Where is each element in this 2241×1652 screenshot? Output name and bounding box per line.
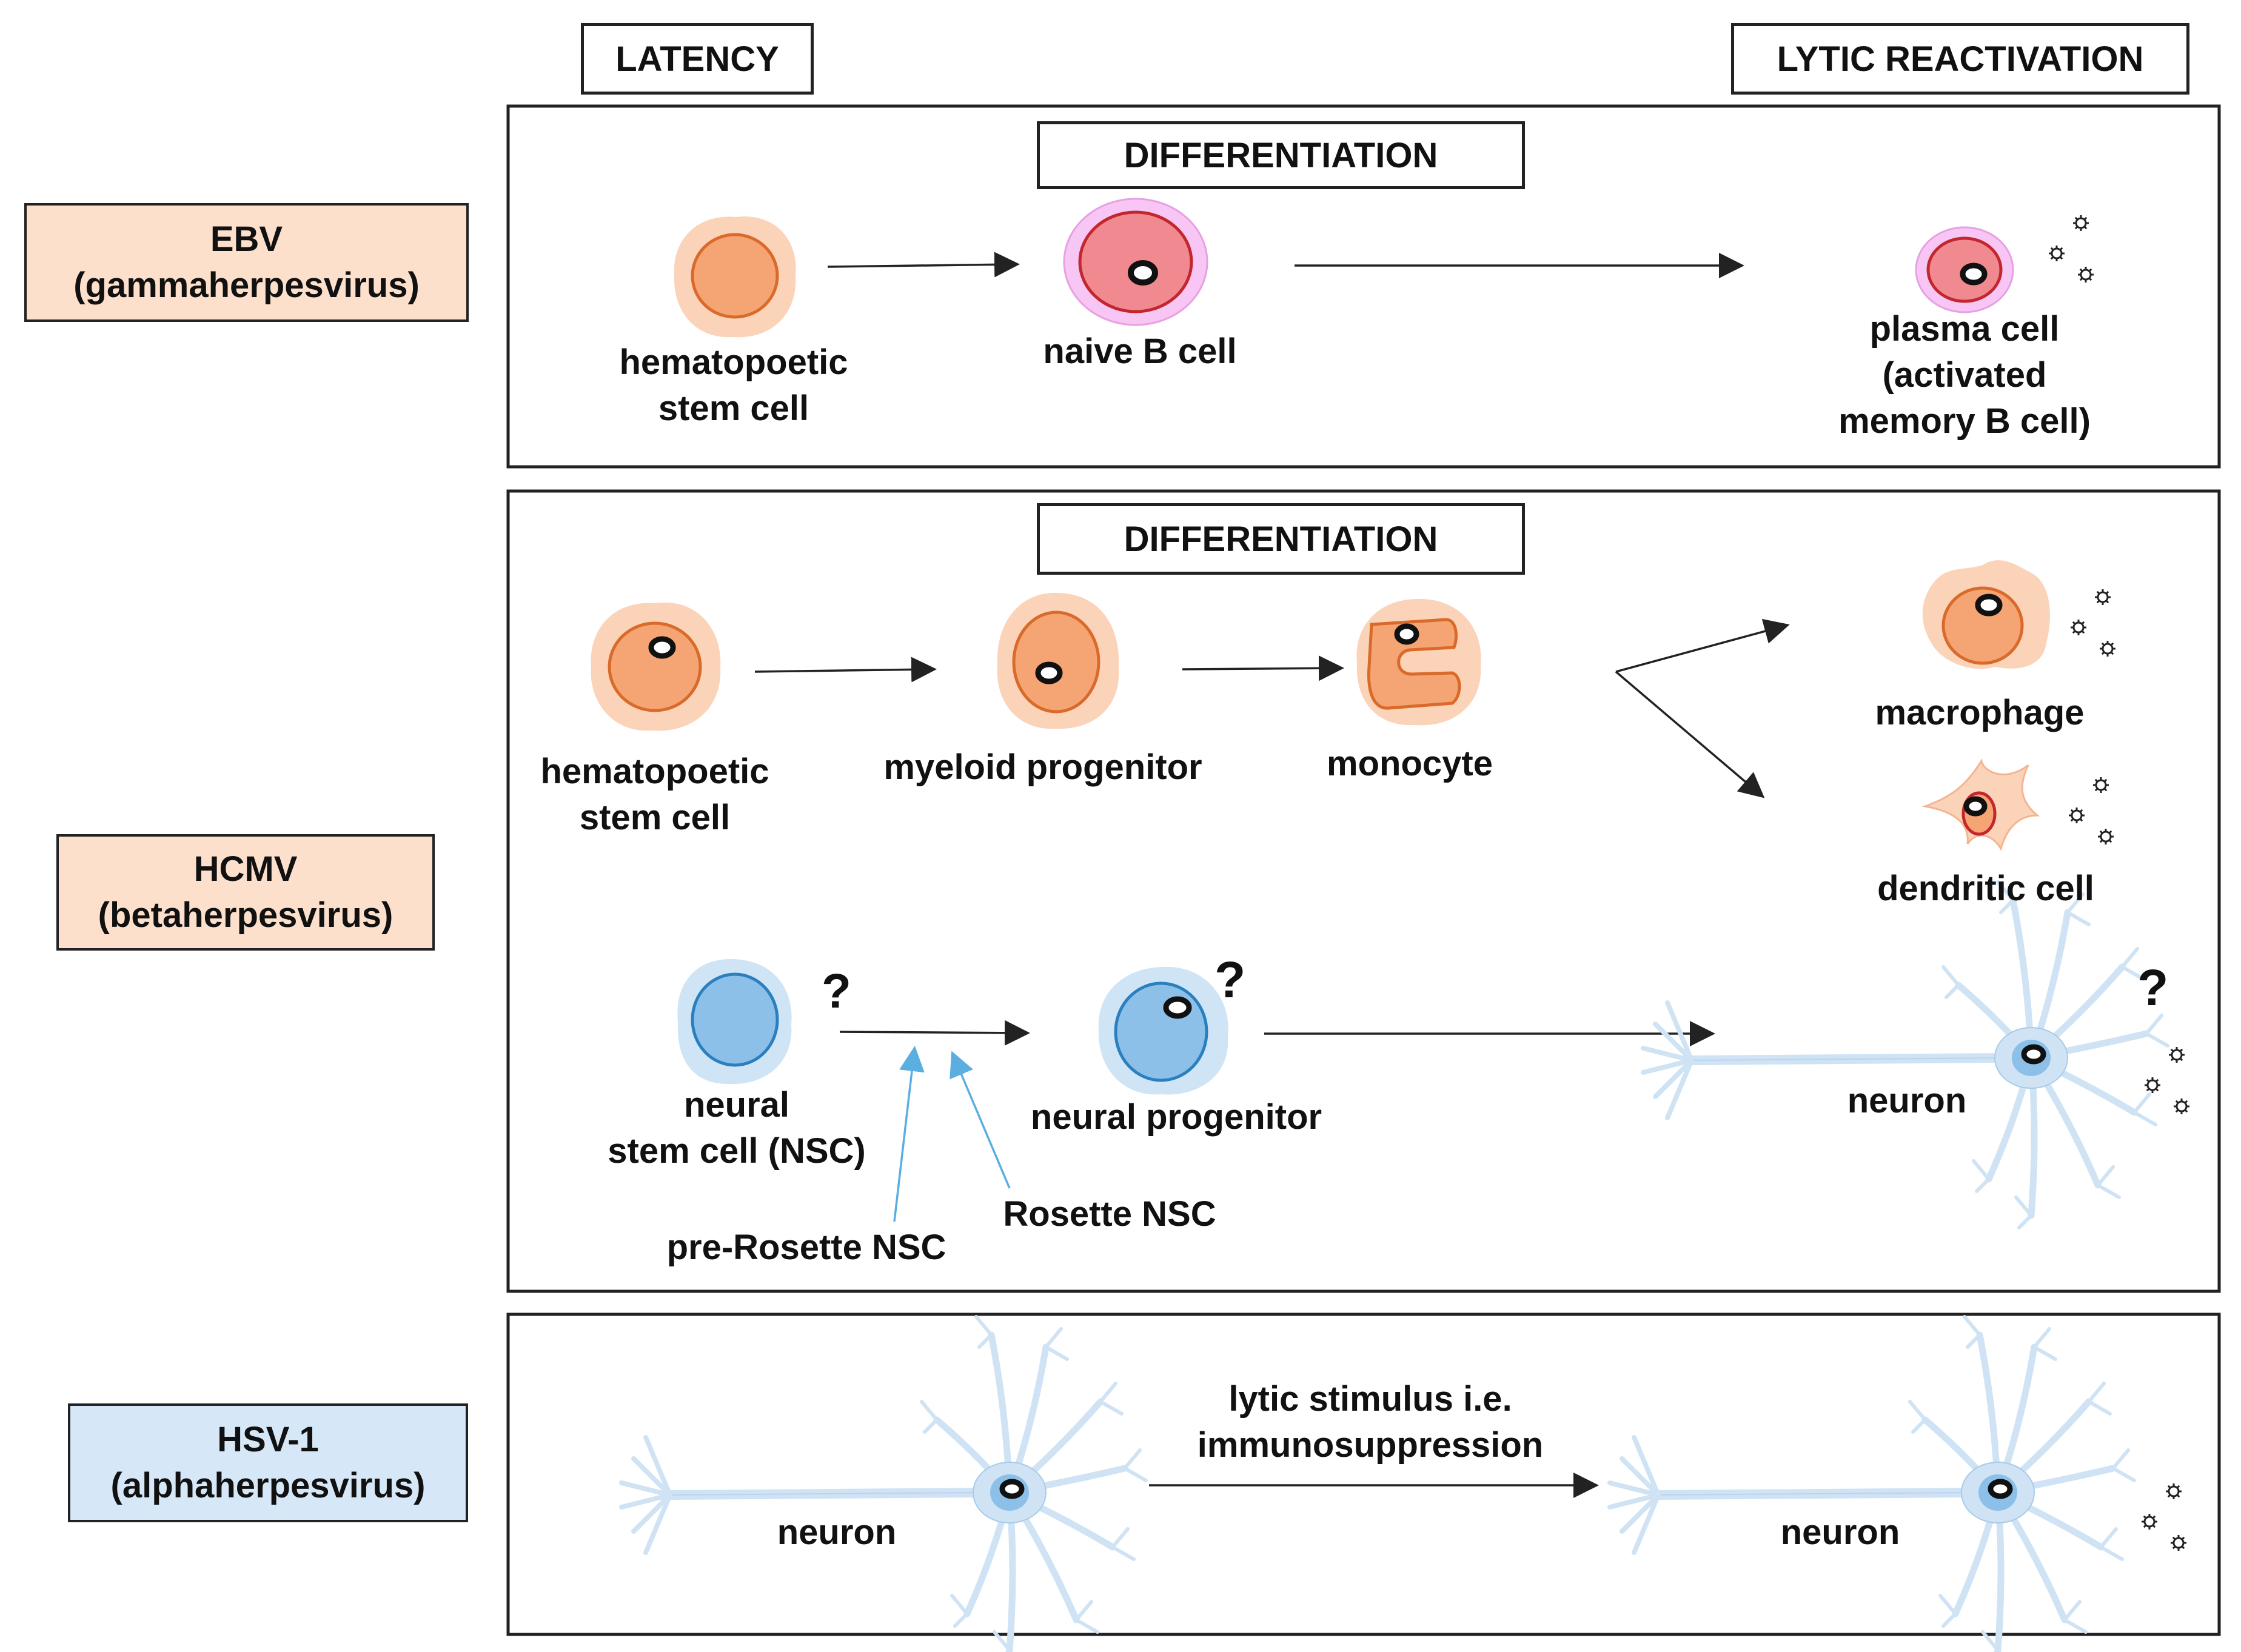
caption-line: immunosuppression [1197,1425,1544,1465]
neuron-icon [1607,1315,2136,1652]
myeloid-progenitor-icon [997,592,1119,729]
dendritic-cell-caption: dendritic cell [1877,869,2094,908]
arrow-monocyte-to-macrophage [1615,618,1790,673]
lytic-reactivation-header: LYTIC REACTIVATION [1731,23,2189,95]
ebv-label: EBV (gammaherpesvirus) [24,203,469,322]
lytic-stimulus-caption: lytic stimulus i.e. immunosuppression [1128,1376,1613,1468]
rosette-nsc-caption: Rosette NSC [1003,1194,1216,1234]
caption-line: stem cell [579,798,731,837]
dendritic-cell-icon [1921,758,2040,851]
virus-name: EBV [210,219,283,259]
neuron-icon [619,1315,1148,1652]
arrow-stem-to-naive [827,252,1020,278]
neuron-icon [1641,880,2169,1229]
differentiation-box: DIFFERENTIATION [1037,121,1525,189]
arrow-myeloid-to-monocyte [1182,655,1344,681]
caption-line: hematopoetic [540,752,769,791]
virus-name: HSV-1 [217,1420,319,1459]
hcmv-hematopoetic-stem-cell-icon [591,602,721,731]
neural-stem-cell-icon [677,958,792,1085]
virus-name: HCMV [193,849,298,889]
hematopoetic-stem-cell-icon [674,216,796,338]
virus-family: (gammaherpesvirus) [73,266,420,305]
caption-line: memory B cell) [1838,401,2091,441]
plasma-cell-caption: plasma cell (activated memory B cell) [1789,306,2140,444]
caption-line: lytic stimulus i.e. [1228,1379,1512,1419]
question-mark: ? [2137,959,2168,1016]
macrophage-icon [1922,560,2051,669]
arrow-monocyte-to-dendritic [1615,670,1765,798]
naive-b-cell-caption: naive B cell [1043,332,1237,371]
neural-progenitor-caption: neural progenitor [1030,1097,1322,1137]
virion-cluster-icon [2142,1483,2186,1551]
virus-family: (betaherpesvirus) [98,895,394,935]
plasma-cell-icon [1915,226,2014,313]
neural-progenitor-icon [1098,966,1228,1095]
arrow-nsc-to-progenitor [839,1020,1030,1046]
hcmv-neuron-caption: neuron [1847,1081,1967,1120]
myeloid-progenitor-caption: myeloid progenitor [883,747,1202,787]
latency-header: LATENCY [581,23,814,95]
question-mark: ? [822,964,851,1018]
caption-line: (activated [1882,355,2047,395]
caption-line: plasma cell [1869,309,2060,349]
virion-cluster-icon [2069,777,2114,844]
virion-cluster-icon [2049,215,2094,283]
pre-rosette-nsc-caption: pre-Rosette NSC [666,1228,946,1267]
arrow-stem-to-myeloid [754,657,937,683]
virion-cluster-icon [2145,1047,2189,1114]
hsv1-label: HSV-1 (alphaherpesvirus) [68,1403,468,1522]
hsv-lytic-neuron-caption: neuron [1780,1513,1900,1552]
naive-b-cell-icon [1063,198,1208,326]
caption-line: hematopoetic [619,343,848,382]
monocyte-icon [1356,598,1481,726]
hsv-panel [506,1313,2221,1636]
differentiation-box: DIFFERENTIATION [1037,503,1525,575]
caption-line: stem cell [658,389,809,428]
ebv-stem-cell-caption: hematopoetic stem cell [582,339,885,432]
caption-line: neural [683,1085,790,1125]
hcmv-stem-cell-caption: hematopoetic stem cell [503,749,806,841]
virion-cluster-icon [2071,589,2115,657]
arrow-pre-rosette-nsc [893,1046,925,1222]
macrophage-caption: macrophage [1875,693,2085,732]
monocyte-caption: monocyte [1327,744,1493,783]
caption-line: stem cell (NSC) [608,1131,866,1171]
hsv-latent-neuron-caption: neuron [777,1513,897,1552]
question-mark: ? [1214,951,1245,1008]
nsc-caption: neural stem cell (NSC) [582,1082,891,1174]
arrow-rosette-nsc [950,1051,1011,1189]
hcmv-label: HCMV (betaherpesvirus) [56,834,435,951]
virus-family: (alphaherpesvirus) [110,1466,426,1505]
